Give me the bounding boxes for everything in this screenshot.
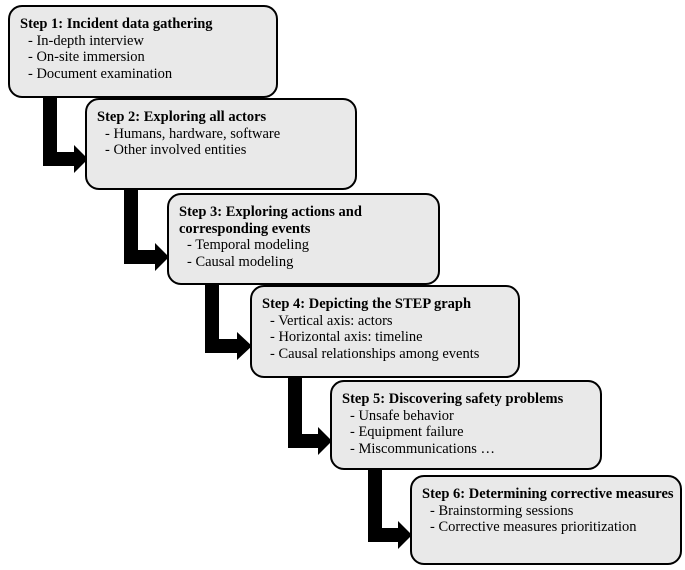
step-6-title: Step 6: Determining corrective measures xyxy=(422,486,674,502)
step-3-title: Step 3: Exploring actions and correspond… xyxy=(179,204,362,237)
step-3-bullet-1: - Temporal modeling xyxy=(187,237,309,253)
step-4-box: Step 4: Depicting the STEP graph - Verti… xyxy=(250,285,520,378)
step-4-bullet-2: - Horizontal axis: timeline xyxy=(270,329,423,345)
step-1-bullet-1: - In-depth interview xyxy=(28,32,144,49)
step-1-title: Step 1: Incident data gathering xyxy=(20,16,213,32)
step-1-bullet-3: - Document examination xyxy=(28,65,173,82)
step-2-box: Step 2: Exploring all actors - Humans, h… xyxy=(85,98,357,190)
arrow-step5-to-step6-icon xyxy=(368,467,412,549)
step-4-bullet-1: - Vertical axis: actors xyxy=(270,312,393,329)
step-6-bullet-2: - Corrective measures prioritization xyxy=(430,519,637,535)
step-5-bullet-1: - Unsafe behavior xyxy=(350,407,454,424)
step-4-title: Step 4: Depicting the STEP graph xyxy=(262,296,472,312)
arrow-step2-to-step3-icon xyxy=(124,187,169,271)
step-5-box: Step 5: Discovering safety problems - Un… xyxy=(330,380,602,470)
step-3-bullet-2: - Causal modeling xyxy=(187,253,294,270)
step-1-box: Step 1: Incident data gathering - In-dep… xyxy=(8,5,278,98)
step-5-bullet-3: - Miscommunications … xyxy=(350,440,495,457)
step-2-bullet-2: - Other involved entities xyxy=(105,142,247,158)
step-5-title: Step 5: Discovering safety problems xyxy=(342,391,564,407)
step-2-title: Step 2: Exploring all actors xyxy=(97,109,267,125)
step-4-bullet-3: - Causal relationships among events xyxy=(270,345,480,362)
arrow-step1-to-step2-icon xyxy=(43,95,88,173)
arrow-step4-to-step5-icon xyxy=(288,375,332,455)
step-6-bullet-1: - Brainstorming sessions xyxy=(430,502,574,519)
step-3-box: Step 3: Exploring actions and correspond… xyxy=(167,193,440,285)
step-2-bullet-1: - Humans, hardware, software xyxy=(105,125,281,142)
step-1-bullet-2: - On-site immersion xyxy=(28,49,145,65)
step-6-box: Step 6: Determining corrective measures … xyxy=(410,475,682,565)
arrow-step3-to-step4-icon xyxy=(205,282,252,360)
step-5-bullet-2: - Equipment failure xyxy=(350,424,464,440)
